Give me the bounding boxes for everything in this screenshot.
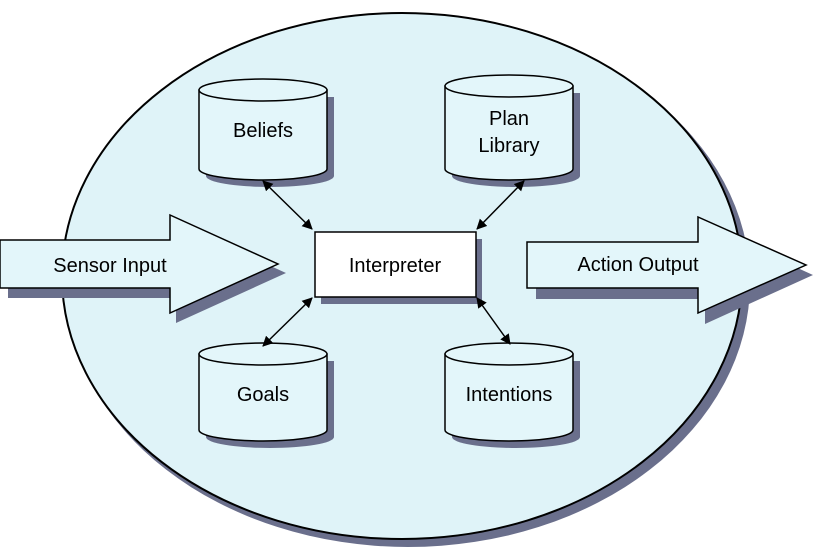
- plan-library-interpreter-connector: [476, 180, 525, 230]
- beliefs-interpreter-connector: [262, 180, 313, 230]
- library-label: Library: [478, 135, 539, 157]
- goals-interpreter-connector: [262, 297, 313, 347]
- sensor-input-label: Sensor Input: [53, 255, 167, 277]
- intentions-store: Intentions: [444, 342, 580, 448]
- beliefs-store: Beliefs: [198, 78, 334, 187]
- sensor-input-arrow: Sensor Input: [0, 213, 286, 323]
- intentions-interpreter-connector: [476, 297, 511, 345]
- action-output-arrow: Action Output: [526, 215, 813, 324]
- interpreter-label: Interpreter: [349, 255, 442, 277]
- interpreter-box: Interpreter: [314, 231, 482, 304]
- plan-library-store: Plan Library: [444, 74, 580, 187]
- intentions-label: Intentions: [466, 384, 553, 406]
- goals-label: Goals: [237, 384, 289, 406]
- beliefs-label: Beliefs: [233, 120, 293, 142]
- plan-label: Plan: [489, 108, 529, 130]
- action-output-label: Action Output: [577, 254, 699, 276]
- goals-store: Goals: [198, 342, 334, 448]
